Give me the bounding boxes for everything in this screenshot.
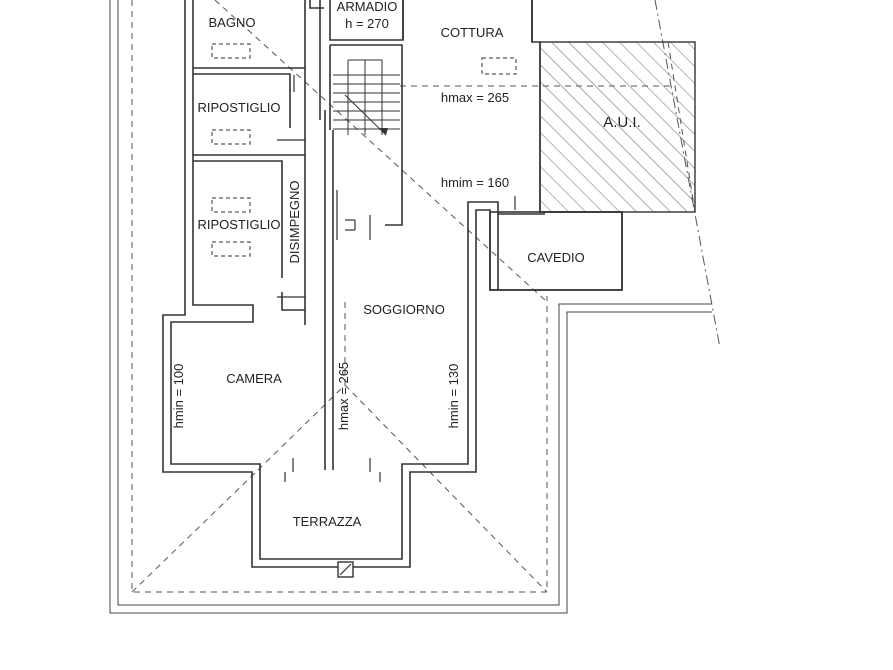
fixture-cottura [481, 57, 517, 75]
hip-line-2 [257, 384, 346, 471]
stair-box [329, 44, 403, 226]
label-ripostiglio-1: RIPOSTIGLIO [197, 100, 280, 115]
stair-arrowhead [380, 128, 388, 135]
cavedio-box [489, 211, 623, 291]
fixture-rip2b [211, 241, 251, 257]
label-cottura: COTTURA [441, 25, 504, 40]
fixture-bagno [211, 43, 251, 59]
label-hmax-cottura: hmax = 265 [441, 90, 509, 105]
label-camera: CAMERA [226, 371, 282, 386]
label-hmin-camera: hmin = 100 [171, 364, 186, 429]
hip-line-4 [214, 0, 546, 301]
label-bagno: BAGNO [209, 15, 256, 30]
label-soggiorno: SOGGIORNO [363, 302, 445, 317]
label-cavedio: CAVEDIO [527, 250, 585, 265]
label-armadio: ARMADIO [337, 0, 398, 14]
label-disimpegno: DISIMPEGNO [287, 180, 302, 263]
roof-eave-dashed [131, 0, 548, 593]
wall-rip1 [193, 154, 305, 278]
drain-diagonal [339, 563, 352, 576]
label-terrazza: TERRAZZA [293, 514, 362, 529]
stair-arrow [344, 94, 387, 136]
door-marks [277, 75, 516, 482]
label-hmax-center: hmax = 265 [336, 362, 351, 430]
roof-outline-inner [117, 0, 712, 606]
wall-left-inner [170, 0, 545, 560]
hip-line-5 [654, 0, 721, 349]
hip-line-3 [344, 384, 548, 593]
roof-outline-outer [109, 0, 712, 614]
wall-corridor-left [304, 0, 321, 325]
label-aui: A.U.I. [603, 114, 641, 131]
wall-cottura [402, 0, 533, 42]
label-ripostiglio-2: RIPOSTIGLIO [197, 217, 280, 232]
label-hmin-soggiorno: hmin = 130 [446, 364, 461, 429]
hip-line-1 [131, 469, 259, 593]
fixture-rip1 [211, 129, 251, 145]
wall-rip2 [281, 292, 305, 311]
label-armadio-height: h = 270 [345, 16, 389, 31]
aui-border-right [667, 41, 696, 213]
wall-bagno [193, 67, 305, 128]
label-hmin-cottura: hmim = 160 [441, 175, 509, 190]
wall-corridor-right [324, 110, 334, 470]
fixture-rip2a [211, 197, 251, 213]
wall-left [162, 0, 623, 568]
